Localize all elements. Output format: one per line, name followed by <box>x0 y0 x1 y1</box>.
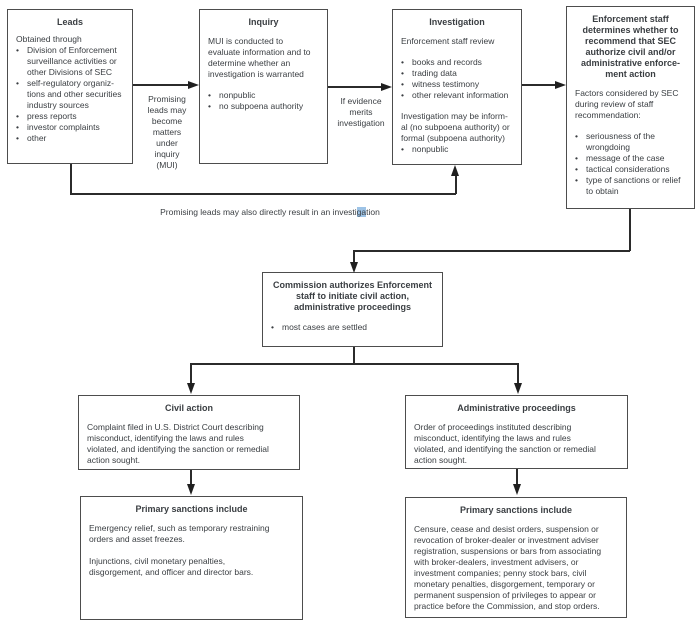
list-item: investor complaints <box>16 122 129 133</box>
bullet-icon <box>575 164 586 175</box>
bullet-icon <box>575 153 586 164</box>
bullet-icon <box>16 133 27 144</box>
connector-leads-down <box>70 164 72 194</box>
commission-bullet-list: most cases are settled <box>263 322 442 333</box>
connector-direct-up <box>455 175 457 194</box>
administrative-proceedings-box-body: Order of proceedings instituted describi… <box>414 422 596 465</box>
connector-commission-stub <box>353 250 355 263</box>
list-item: most cases are settled <box>271 322 439 333</box>
list-item: other relevant information <box>401 90 518 101</box>
admin-sanctions-box-body: Censure, cease and desist orders, suspen… <box>414 524 602 611</box>
label-if-evidence-merits: If evidence merits investigation <box>337 96 385 128</box>
list-item: witness testimony <box>401 79 518 90</box>
list-item: no subpoena authority <box>208 101 324 112</box>
connector-commission-down <box>353 347 355 364</box>
civil-action-box-body: Complaint filed in U.S. District Court d… <box>87 422 269 465</box>
arrowhead-down-icon <box>349 262 358 273</box>
list-item: trading data <box>401 68 518 79</box>
investigation-box-title: Investigation <box>429 17 485 27</box>
bullet-icon <box>16 45 27 78</box>
investigation-box: Investigation Enforcement staff review b… <box>392 9 522 165</box>
list-item: Division of Enforcement surveillance act… <box>16 45 129 78</box>
connector-split-horizontal <box>190 363 518 365</box>
civil-action-box: Civil action Complaint filed in U.S. Dis… <box>78 395 300 470</box>
commission-box: Commission authorizes Enforcement staff … <box>262 272 443 347</box>
arrowhead-right-icon <box>555 80 566 89</box>
investigation-bullet-list: books and records trading data witness t… <box>393 57 521 101</box>
investigation-box-para2: Investigation may be inform- al (no subp… <box>401 111 510 143</box>
bullet-icon <box>575 175 586 197</box>
arrowhead-up-icon <box>451 165 459 176</box>
inquiry-box: Inquiry MUI is conducted to evaluate inf… <box>199 9 328 164</box>
civil-sanctions-box: Primary sanctions include Emergency reli… <box>80 496 303 620</box>
enforcement-staff-box-title: Enforcement staff determines whether to … <box>580 14 681 79</box>
label-direct-before: Promising leads may also directly result… <box>160 207 357 217</box>
arrow-leads-to-inquiry <box>133 84 189 86</box>
list-item: nonpublic <box>208 90 324 101</box>
commission-box-title: Commission authorizes Enforcement staff … <box>272 280 433 312</box>
arrowhead-down-icon <box>512 484 521 495</box>
enforcement-staff-box-intro: Factors considered by SEC during review … <box>575 88 679 120</box>
enforcement-staff-box: Enforcement staff determines whether to … <box>566 6 695 209</box>
list-item: self-regulatory organiz- tions and other… <box>16 78 129 111</box>
enforcement-bullet-list: seriousness of the wrongdoing message of… <box>567 131 694 197</box>
administrative-proceedings-box-title: Administrative proceedings <box>457 403 576 413</box>
connector-admin-stub <box>517 363 519 384</box>
admin-sanctions-box: Primary sanctions include Censure, cease… <box>405 497 627 618</box>
bullet-icon <box>16 78 27 111</box>
connector-direct-horizontal <box>70 193 456 195</box>
leads-box-title: Leads <box>56 17 83 27</box>
list-item: other <box>16 133 129 144</box>
label-direct-highlighted-text: ga <box>356 207 367 217</box>
connector-enforcement-horizontal <box>353 250 630 252</box>
arrowhead-right-icon <box>188 80 199 89</box>
arrow-admin-to-sanctions <box>516 469 518 485</box>
bullet-icon <box>575 131 586 153</box>
arrow-civil-to-sanctions <box>190 470 192 485</box>
administrative-proceedings-box: Administrative proceedings Order of proc… <box>405 395 628 469</box>
bullet-icon <box>16 122 27 133</box>
connector-enforcement-down <box>629 209 631 251</box>
investigation-bullet-list-2: nonpublic <box>393 144 521 155</box>
arrowhead-right-icon <box>381 82 392 91</box>
label-direct-after: tion <box>366 207 380 217</box>
bullet-icon <box>208 90 219 101</box>
civil-action-box-title: Civil action <box>164 403 213 413</box>
leads-box: Leads Obtained through Division of Enfor… <box>7 9 133 164</box>
list-item: nonpublic <box>401 144 518 155</box>
bullet-icon <box>271 322 282 333</box>
inquiry-bullet-list: nonpublic no subpoena authority <box>200 90 327 112</box>
list-item: tactical considerations <box>575 164 691 175</box>
arrowhead-down-icon <box>186 484 195 495</box>
civil-sanctions-box-title: Primary sanctions include <box>135 504 248 514</box>
bullet-icon <box>401 68 412 79</box>
bullet-icon <box>208 101 219 112</box>
arrowhead-down-icon <box>186 383 195 394</box>
civil-sanctions-para1: Emergency relief, such as temporary rest… <box>89 523 270 544</box>
investigation-box-intro: Enforcement staff review <box>401 36 495 46</box>
inquiry-box-intro: MUI is conducted to evaluate information… <box>208 36 311 79</box>
leads-box-intro: Obtained through <box>16 34 82 44</box>
admin-sanctions-box-title: Primary sanctions include <box>459 505 573 515</box>
label-promising-mui: Promising leads may become matters under… <box>147 94 187 170</box>
arrowhead-down-icon <box>513 383 522 394</box>
arrow-inquiry-to-investigation <box>328 86 382 88</box>
bullet-icon <box>401 57 412 68</box>
connector-civil-stub <box>190 363 192 384</box>
list-item: message of the case <box>575 153 691 164</box>
leads-bullet-list: Division of Enforcement surveillance act… <box>8 45 132 144</box>
bullet-icon <box>401 79 412 90</box>
list-item: type of sanctions or relief to obtain <box>575 175 691 197</box>
list-item: seriousness of the wrongdoing <box>575 131 691 153</box>
arrow-investigation-to-enforcement <box>522 84 556 86</box>
list-item: press reports <box>16 111 129 122</box>
bullet-icon <box>401 90 412 101</box>
list-item: books and records <box>401 57 518 68</box>
bullet-icon <box>16 111 27 122</box>
inquiry-box-title: Inquiry <box>248 17 279 27</box>
bullet-icon <box>401 144 412 155</box>
civil-sanctions-para2: Injunctions, civil monetary penalties, d… <box>89 556 254 577</box>
label-direct-investigation: Promising leads may also directly result… <box>80 196 460 218</box>
